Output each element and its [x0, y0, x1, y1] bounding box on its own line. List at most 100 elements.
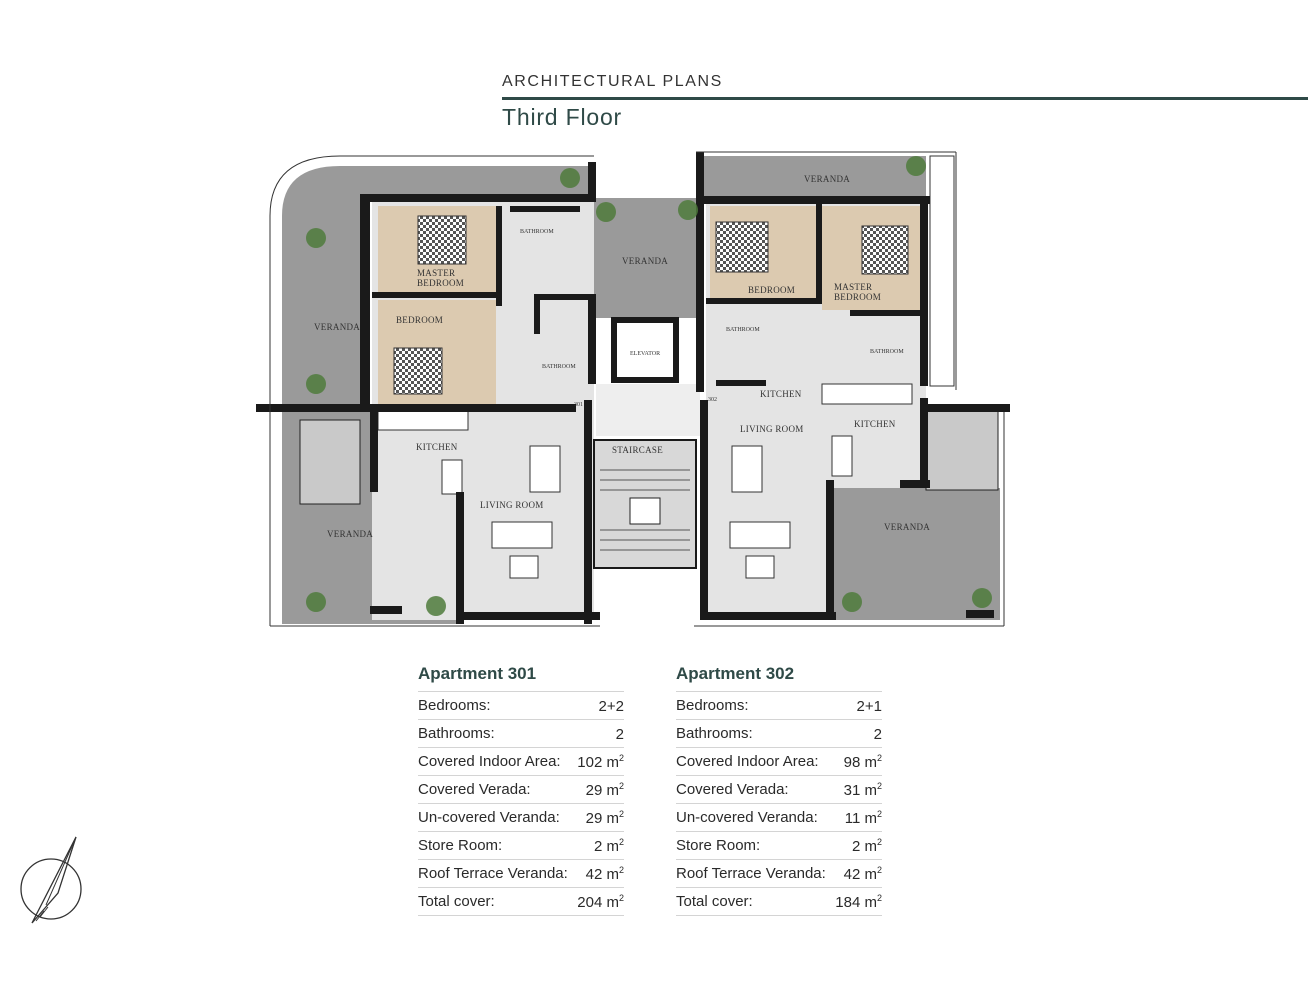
spec-label: Roof Terrace Veranda:: [418, 865, 568, 882]
spec-value: 42 m2: [843, 864, 882, 883]
spec-row: Store Room:2 m2: [418, 831, 624, 859]
spec-label: Store Room:: [676, 837, 761, 854]
kitchen-island-icon: [831, 435, 853, 477]
label-living-room-301: LIVING ROOM: [480, 500, 544, 510]
bed-icon: [715, 221, 769, 273]
floor-plan: VERANDA VERANDA VERANDA VERANDA VERANDA …: [256, 151, 1010, 627]
label-kitchen-301: KITCHEN: [416, 442, 458, 452]
elevator-shaft: [611, 317, 679, 383]
spec-row: Total cover:204 m2: [418, 887, 624, 916]
stair-treads: [600, 469, 690, 551]
railing-lines: [269, 155, 600, 627]
spec-value: 2: [873, 725, 882, 743]
label-master-bedroom-302-line2: BEDROOM: [834, 292, 881, 302]
spec-row: Covered Indoor Area: 98 m2: [676, 747, 882, 775]
spec-row: Bedrooms:2+2: [418, 691, 624, 719]
spec-row: Covered Verada: 31 m2: [676, 775, 882, 803]
spec-label: Covered Indoor Area:: [676, 753, 819, 770]
spec-value: 102 m2: [577, 752, 624, 771]
spec-label: Covered Verada:: [418, 781, 531, 798]
label-bathroom-301-mid: BATHROOM: [542, 364, 576, 370]
spec-value: 29 m2: [585, 780, 624, 799]
spec-row: Roof Terrace Veranda:42 m2: [418, 859, 624, 887]
spec-row: Un-covered Veranda: 11 m2: [676, 803, 882, 831]
stair-well: [629, 497, 661, 525]
spec-value: 2+1: [856, 697, 882, 715]
dining-table-icon: [731, 445, 763, 493]
label-veranda-top-right: VERANDA: [804, 174, 850, 184]
bed-icon: [417, 215, 467, 265]
spec-row: Roof Terrace Veranda: 42 m2: [676, 859, 882, 887]
staircase-left: [299, 419, 361, 505]
label-bedroom-302: BEDROOM: [748, 285, 795, 295]
spec-row: Un-covered Veranda: 29 m2: [418, 803, 624, 831]
veranda-left-area: [282, 166, 590, 406]
label-master-bedroom-302-line1: MASTER: [834, 282, 872, 292]
staircase-right: [925, 409, 999, 491]
spec-label: Bathrooms:: [676, 725, 753, 742]
page-title: Third Floor: [502, 104, 622, 130]
apartment-302-title: Apartment 302: [676, 664, 795, 683]
label-unit-301: 301: [574, 402, 583, 408]
spec-label: Bedrooms:: [676, 697, 749, 714]
header-kicker: ARCHITECTURAL PLANS: [502, 73, 723, 90]
spec-row: Store Room: 2 m2: [676, 831, 882, 859]
spec-value: 2: [615, 725, 624, 743]
spec-value: 2 m2: [593, 836, 624, 855]
spec-label: Un-covered Veranda:: [676, 809, 818, 826]
bed-icon: [861, 225, 909, 275]
spec-value: 98 m2: [843, 752, 882, 771]
kitchen-counter-icon: [377, 409, 469, 431]
label-master-bedroom-301-line2: BEDROOM: [417, 278, 464, 288]
label-bathroom-302-a: BATHROOM: [726, 327, 760, 333]
bed-icon: [393, 347, 443, 395]
label-veranda-top-center: VERANDA: [622, 256, 668, 266]
label-bedroom-301: BEDROOM: [396, 315, 443, 325]
label-kitchen-302: KITCHEN: [854, 419, 896, 429]
spec-value: 11 m2: [844, 808, 882, 827]
label-veranda-left: VERANDA: [314, 322, 360, 332]
spec-row: Bathrooms: 2: [418, 719, 624, 747]
label-bathroom-302-b: BATHROOM: [870, 349, 904, 355]
core-corridor: [596, 384, 700, 436]
spec-value: 2 m2: [851, 836, 882, 855]
header-divider: [502, 97, 1308, 100]
label-bathroom-301-top: BATHROOM: [520, 229, 554, 235]
dining-table-icon: [529, 445, 561, 493]
label-veranda-bottom-left: VERANDA: [327, 529, 373, 539]
spec-value: 204 m2: [577, 892, 624, 911]
spec-row: Covered Verada: 29 m2: [418, 775, 624, 803]
label-living-room-302: LIVING ROOM: [740, 424, 804, 434]
label-unit-302: 302: [708, 397, 717, 403]
spec-row: Bedrooms: 2+1: [676, 691, 882, 719]
coffee-table-icon: [745, 555, 775, 579]
spec-label: Covered Indoor Area:: [418, 753, 561, 770]
spec-label: Total cover:: [676, 893, 753, 910]
apartment-301-rows: Bedrooms:2+2 Bathrooms: 2 Covered Indoor …: [418, 691, 624, 916]
kitchen-counter-icon: [821, 383, 913, 405]
label-staircase: STAIRCASE: [612, 445, 663, 455]
apartment-302-specs: Apartment 302 Bedrooms: 2+1 Bathrooms: 2 C…: [676, 664, 882, 916]
veranda-top-right-area: [704, 156, 926, 200]
spec-value: 31 m2: [843, 780, 882, 799]
coffee-table-icon: [509, 555, 539, 579]
label-elevator: ELEVATOR: [630, 351, 660, 357]
spec-label: Un-covered Veranda:: [418, 809, 560, 826]
spec-label: Covered Verada:: [676, 781, 789, 798]
walls-apt302: [696, 152, 1010, 620]
spec-label: Roof Terrace Veranda:: [676, 865, 826, 882]
label-master-bedroom-301-line1: MASTER: [417, 268, 455, 278]
spec-row: Total cover: 184 m2: [676, 887, 882, 916]
veranda-right-side: [929, 155, 955, 387]
label-kitchen-302-center: KITCHEN: [760, 389, 802, 399]
apartment-301-specs: Apartment 301 Bedrooms:2+2 Bathrooms: 2 C…: [418, 664, 624, 916]
spec-value: 29 m2: [585, 808, 624, 827]
apartment-302-rows: Bedrooms: 2+1 Bathrooms: 2 Covered Indoor …: [676, 691, 882, 916]
north-arrow-icon: [20, 836, 82, 924]
kitchen-island-icon: [441, 459, 463, 495]
spec-value: 2+2: [598, 697, 624, 715]
spec-value: 184 m2: [835, 892, 882, 911]
apartment-301-title: Apartment 301: [418, 664, 537, 683]
railing-lines-right: [694, 151, 1005, 627]
spec-label: Bathrooms:: [418, 725, 495, 742]
